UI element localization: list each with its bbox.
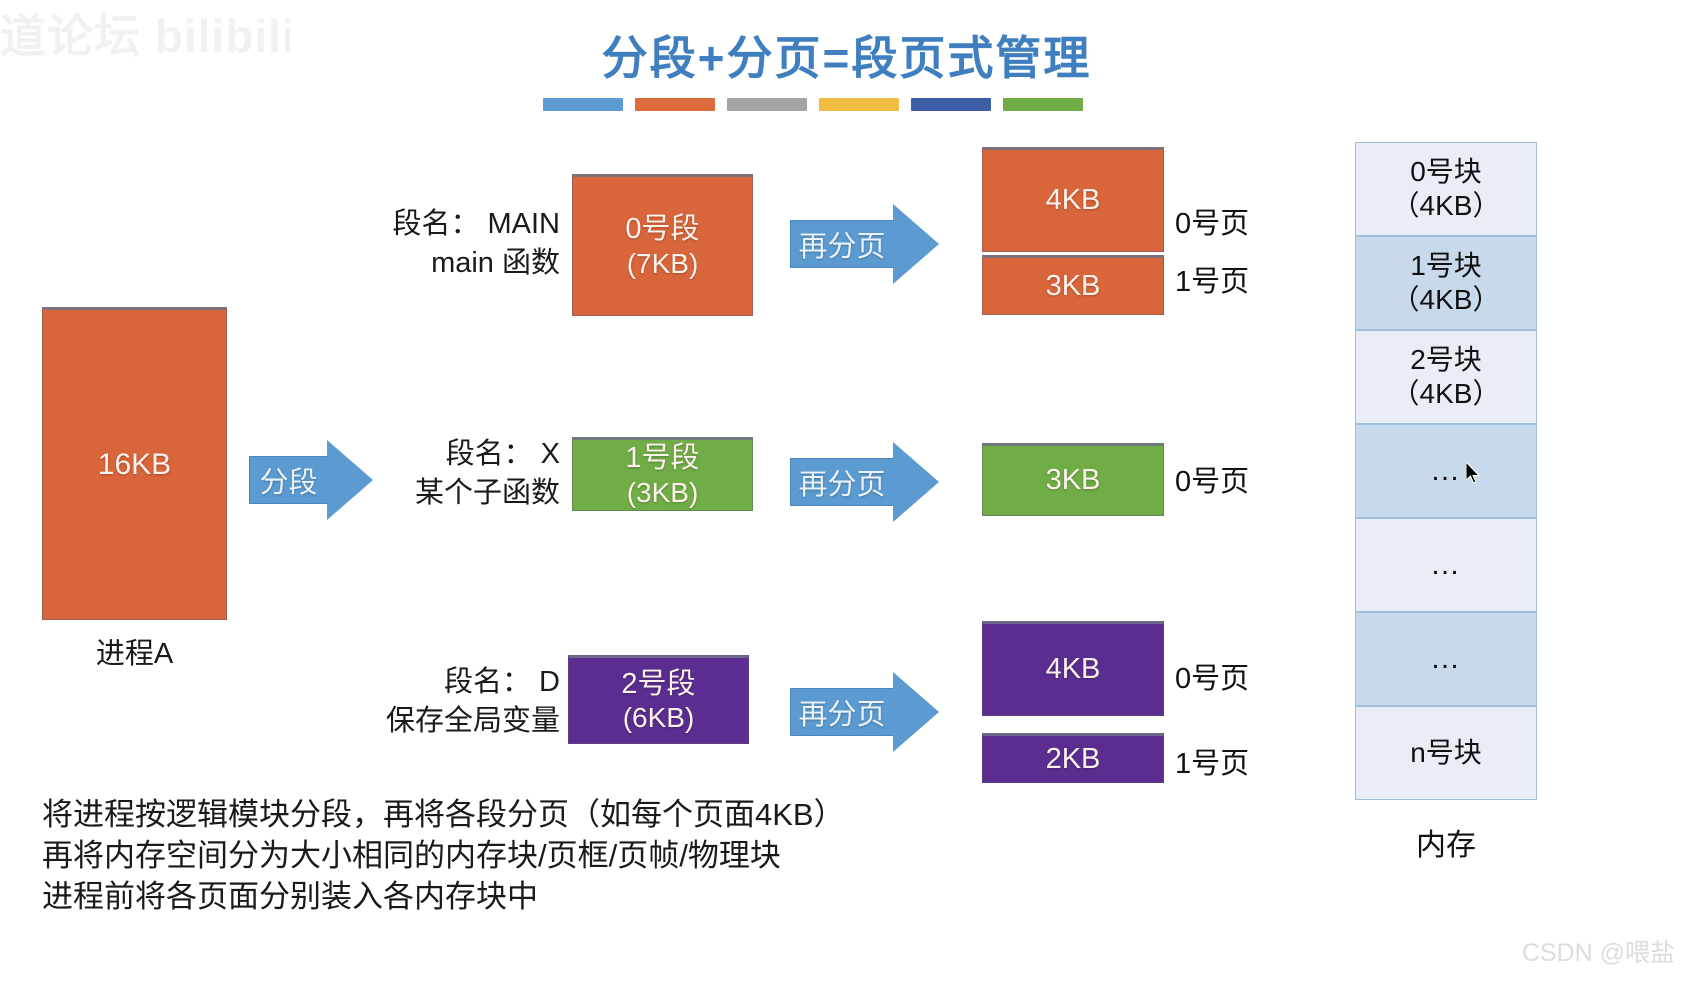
title-bar-3 — [819, 98, 899, 111]
memory-block-0-line2: （4KB） — [1391, 190, 1501, 221]
repage-arrow-0-label: 再分页 — [790, 220, 894, 268]
segment-block-0-title: 0号段 — [625, 213, 700, 246]
memory-block-2-line1: 2号块 — [1410, 344, 1482, 376]
page-block-2-0-size: 4KB — [1045, 653, 1101, 686]
page-block-0-0-size: 4KB — [1045, 184, 1101, 217]
memory-block-0: 0号块 （4KB） — [1355, 142, 1537, 236]
page-label-0-0: 0号页 — [1175, 208, 1250, 240]
page-block-1-0: 3KB — [982, 443, 1164, 516]
segmentation-arrow: 分段 — [249, 440, 373, 520]
segment-name-1-line1: 段名： X — [445, 438, 560, 470]
memory-block-3: … — [1355, 424, 1537, 518]
page-title: 分段+分页=段页式管理 — [601, 32, 1092, 84]
segment-name-0-line1: 段名： MAIN — [392, 208, 560, 240]
title-bar-4 — [911, 98, 991, 111]
repage-arrow-2-label: 再分页 — [790, 688, 894, 736]
page-block-2-1: 2KB — [982, 733, 1164, 783]
segment-name-1-line2: 某个子函数 — [414, 477, 560, 510]
segment-block-1: 1号段 (3KB) — [572, 437, 753, 511]
segment-block-1-size: (3KB) — [626, 476, 699, 508]
title-bar-2 — [727, 98, 807, 111]
segment-block-2-title: 2号段 — [621, 667, 696, 700]
repage-arrow-1-label: 再分页 — [790, 458, 894, 506]
arrow-head-icon — [893, 672, 939, 752]
page-block-0-1-size: 3KB — [1045, 269, 1101, 302]
process-caption: 进程A — [95, 638, 174, 670]
memory-block-1-line1: 1号块 — [1410, 250, 1482, 282]
segment-name-2-line2: 保存全局变量 — [385, 705, 560, 738]
segment-block-2-size: (6KB) — [622, 702, 695, 734]
segment-name-1: 段名： X 某个子函数 — [385, 435, 560, 513]
page-label-2-1: 1号页 — [1175, 748, 1250, 780]
memory-block-6: n号块 — [1355, 706, 1537, 800]
memory-block-4-line1: … — [1430, 548, 1462, 581]
segment-name-0-line2: main 函数 — [431, 247, 560, 280]
page-block-2-1-size: 2KB — [1045, 742, 1101, 775]
page-block-2-0: 4KB — [982, 621, 1164, 716]
segment-block-2: 2号段 (6KB) — [568, 655, 749, 744]
segment-name-0: 段名： MAIN main 函数 — [355, 205, 560, 283]
memory-block-6-line1: n号块 — [1410, 737, 1482, 769]
segment-name-2-line1: 段名： D — [443, 666, 560, 698]
page-label-2-0: 0号页 — [1175, 663, 1250, 695]
repage-arrow-0: 再分页 — [790, 204, 939, 284]
memory-block-1: 1号块 （4KB） — [1355, 236, 1537, 330]
segment-block-0-size: (7KB) — [626, 247, 699, 279]
note-line-0: 将进程按逻辑模块分段，再将各段分页（如每个页面4KB） — [42, 797, 845, 832]
memory-block-3-line1: … — [1430, 454, 1462, 487]
repage-arrow-2: 再分页 — [790, 672, 939, 752]
process-size-label: 16KB — [97, 447, 172, 481]
memory-block-5-line1: … — [1430, 642, 1462, 675]
arrow-head-icon — [327, 440, 373, 520]
memory-block-5: … — [1355, 612, 1537, 706]
title-bar-5 — [1003, 98, 1083, 111]
page-block-1-0-size: 3KB — [1045, 464, 1101, 497]
title-decoration-bars — [543, 98, 1083, 111]
segment-block-1-title: 1号段 — [625, 442, 700, 475]
memory-block-2: 2号块 （4KB） — [1355, 330, 1537, 424]
bilibili-watermark: 道论坛 bilibili — [0, 10, 290, 62]
arrow-head-icon — [893, 442, 939, 522]
repage-arrow-1: 再分页 — [790, 442, 939, 522]
segment-name-2: 段名： D 保存全局变量 — [338, 663, 560, 741]
bottom-notes: 将进程按逻辑模块分段，再将各段分页（如每个页面4KB） 再将内存空间分为大小相同… — [42, 795, 845, 918]
memory-block-4: … — [1355, 518, 1537, 612]
page-label-0-1: 1号页 — [1175, 266, 1250, 298]
memory-block-2-line2: （4KB） — [1391, 378, 1501, 409]
page-block-0-0: 4KB — [982, 147, 1164, 252]
note-line-2: 进程前将各页面分别装入各内存块中 — [42, 878, 538, 914]
memory-block-0-line1: 0号块 — [1410, 156, 1482, 188]
arrow-head-icon — [893, 204, 939, 284]
note-line-1: 再将内存空间分为大小相同的内存块/页框/页帧/物理块 — [42, 837, 781, 873]
page-label-1-0: 0号页 — [1175, 466, 1250, 498]
segment-block-0: 0号段 (7KB) — [572, 174, 753, 316]
title-bar-1 — [635, 98, 715, 111]
page-block-0-1: 3KB — [982, 255, 1164, 315]
title-bar-0 — [543, 98, 623, 111]
memory-block-1-line2: （4KB） — [1391, 284, 1501, 315]
process-block: 16KB — [42, 307, 227, 620]
memory-column: 0号块 （4KB） 1号块 （4KB） 2号块 （4KB） … … … n号块 — [1355, 142, 1537, 800]
segmentation-arrow-label: 分段 — [249, 456, 328, 504]
memory-caption: 内存 — [1416, 829, 1476, 862]
csdn-watermark: CSDN @喂盐 — [1521, 939, 1675, 967]
